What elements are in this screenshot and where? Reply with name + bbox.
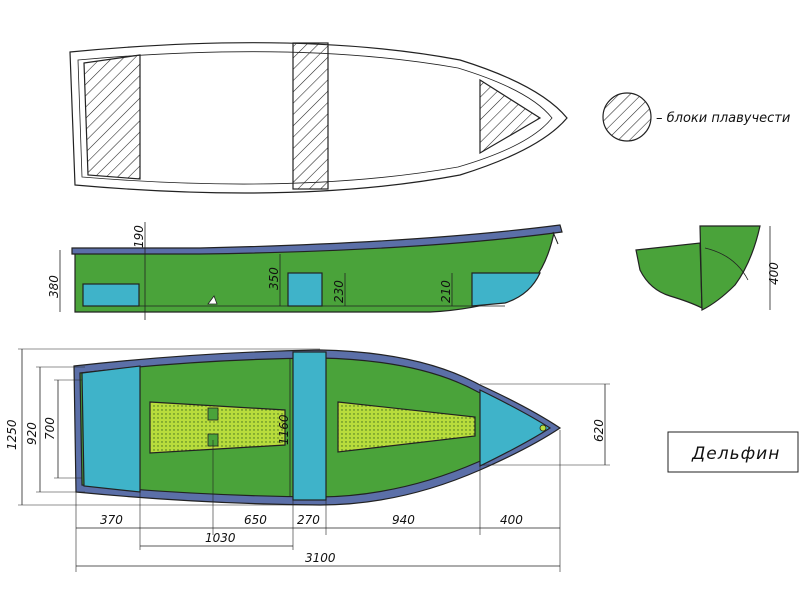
legend-label: – блоки плавучести [656,111,790,126]
floor-slat-stern [149,401,286,454]
dim-380: 380 [47,275,61,298]
dim-350: 350 [267,267,281,290]
dim-700: 700 [43,417,57,440]
legend-hatch-swatch [602,92,652,142]
dim-620: 620 [592,419,606,442]
dim-270: 270 [297,513,320,527]
dim-940: 940 [392,513,415,527]
slat-notch-1 [207,407,219,421]
dim-3100: 3100 [305,551,336,565]
plan-float-bow [479,389,552,467]
plan-float-middle [292,351,327,501]
dim-1030: 1030 [205,531,236,545]
section-transom [699,225,761,311]
section-curve [704,247,749,281]
float-stern-side [82,283,140,307]
boat-name: Дельфин [691,444,780,464]
top-outline-view [69,42,568,194]
bow-eye [539,424,547,432]
dim-920: 920 [25,422,39,445]
dim-1160: 1160 [277,414,291,445]
dim-210: 210 [439,280,453,303]
dim-650: 650 [244,513,267,527]
float-middle-side [287,272,323,307]
section-body [635,242,703,309]
floor-slat-bow [337,401,476,453]
legend: – блоки плавучести [602,92,790,142]
gunwale-side [71,224,563,255]
dim-230: 230 [332,280,346,303]
dim-370: 370 [100,513,123,527]
dim-400-section: 400 [767,262,781,285]
float-block-middle-top [292,42,329,190]
float-bow-side [471,272,541,307]
side-view: 190 380 350 230 210 [47,222,563,320]
title-box: Дельфин [667,431,799,473]
plan-float-stern [81,365,141,493]
float-block-stern-top [83,54,141,180]
dim-400-plan: 400 [500,513,523,527]
dim-1250: 1250 [5,419,19,450]
section-view: 400 [635,225,781,311]
plan-view: 1250 920 700 1160 620 370 650 270 940 40… [5,348,610,572]
bow-tip-side [552,231,559,245]
dim-190: 190 [132,225,146,248]
float-block-bow-top [479,78,542,155]
title-frame [667,431,799,473]
fitting-side [207,295,218,305]
